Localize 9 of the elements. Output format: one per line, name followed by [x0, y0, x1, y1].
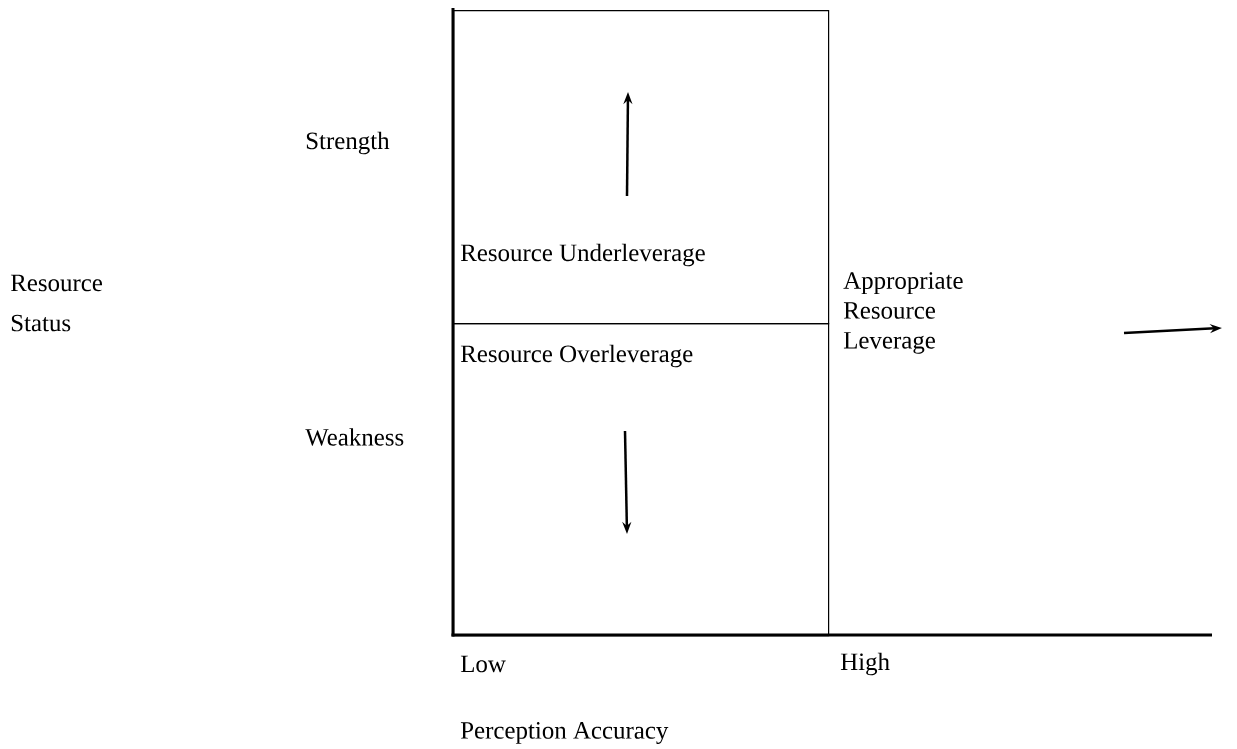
axis-label: Weakness [305, 428, 404, 446]
axis-title: Status [11, 314, 71, 332]
axis-label: Strength [306, 131, 390, 155]
axis-title: Perception Accuracy [460, 722, 669, 744]
axis-title: Resource [10, 274, 102, 292]
quadrant-label: Appropriate Resource Leverage [843, 272, 963, 354]
axis-label: High [840, 652, 890, 676]
quadrant-box: Resource Overleverage [453, 323, 830, 637]
quadrant-box: Resource Underleverage [453, 10, 830, 325]
